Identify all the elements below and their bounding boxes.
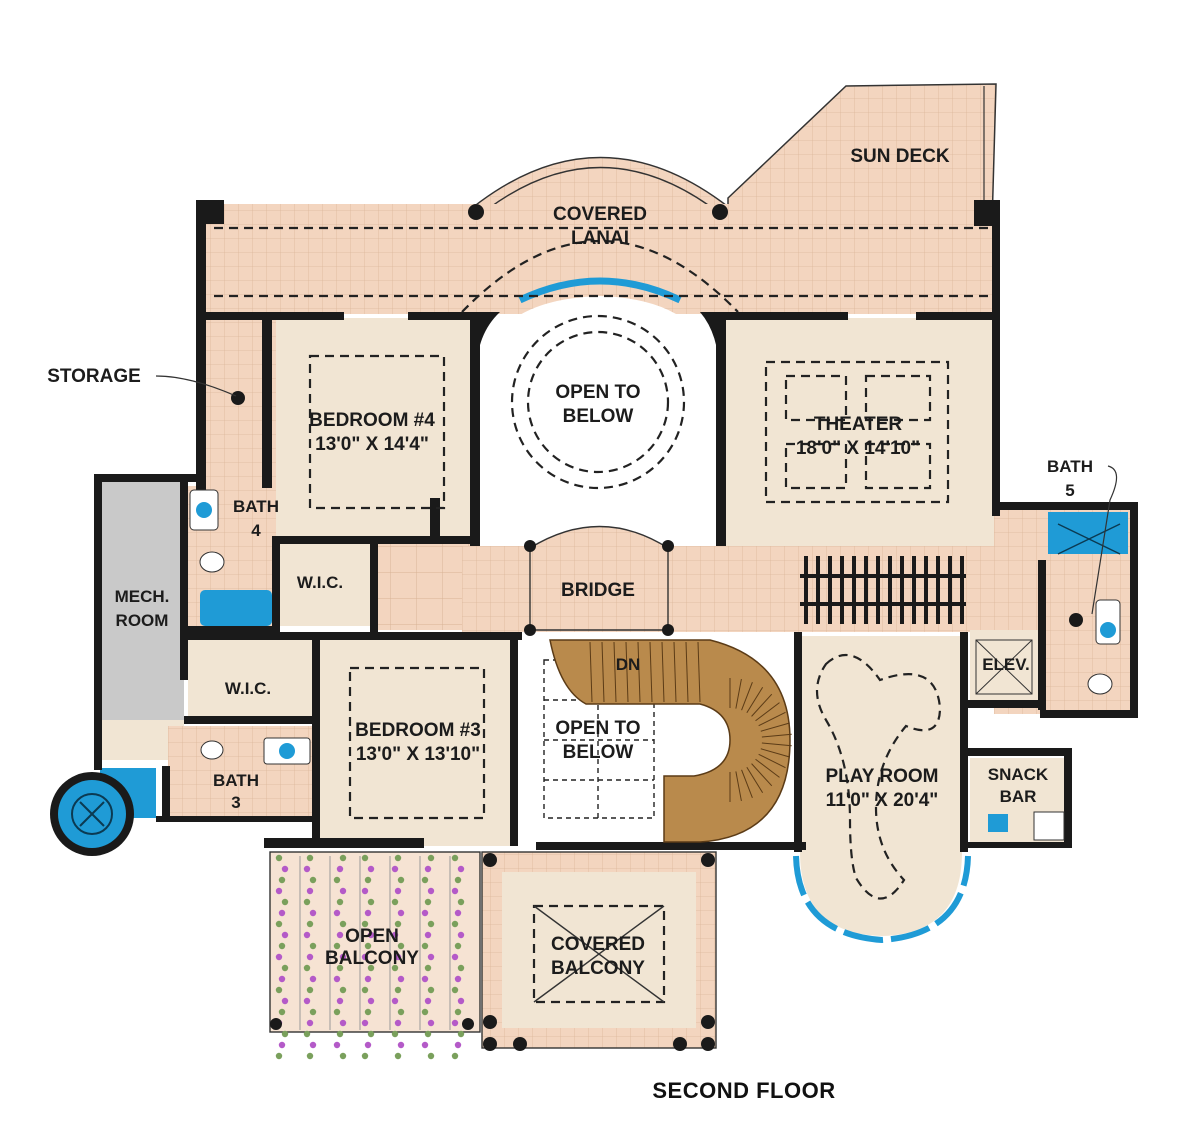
- label-bridge: BRIDGE: [561, 580, 635, 601]
- play-room: [800, 636, 962, 936]
- label-snack-b: BAR: [1000, 787, 1037, 806]
- wic-lower: [188, 636, 312, 720]
- open-balcony-lattice: [299, 856, 451, 1030]
- bedroom-3: [316, 636, 512, 846]
- covered-balcony-dash: [532, 904, 666, 1004]
- label-bedroom-3-size: 13'0" X 13'10": [356, 744, 480, 765]
- label-snack-a: SNACK: [988, 765, 1049, 784]
- label-wic-2: W.I.C.: [225, 679, 271, 698]
- label-bedroom-4-size: 13'0" X 14'4": [315, 434, 429, 455]
- turret: [50, 768, 156, 856]
- bridge-treads: [800, 556, 966, 624]
- label-theater-size: 18'0" X 14'10": [796, 438, 920, 459]
- label-covered-balcony-a: COVERED: [551, 934, 645, 955]
- wic-upper: [278, 540, 374, 626]
- label-bedroom-3: BEDROOM #3: [355, 720, 481, 741]
- label-open-below-1a: OPEN TO: [555, 382, 640, 403]
- lanai-dash: [214, 226, 990, 313]
- lanai-glass: [518, 277, 682, 304]
- label-elev: ELEV.: [982, 655, 1030, 674]
- label-open-below-2b: BELOW: [563, 742, 634, 763]
- label-bath-5b: 5: [1065, 481, 1074, 500]
- bath-fixtures: [189, 489, 1121, 841]
- label-covered-balcony-b: BALCONY: [551, 958, 645, 979]
- label-sun-deck: SUN DECK: [850, 146, 950, 167]
- label-play-room: PLAY ROOM: [826, 766, 939, 787]
- hall-tile: [378, 540, 470, 630]
- label-bath-3b: 3: [231, 793, 240, 812]
- bedroom-3-ceiling: [348, 666, 486, 820]
- bridge-bay: [529, 525, 669, 631]
- bath-4-tub: [200, 590, 272, 626]
- plan-title: SECOND FLOOR: [652, 1078, 835, 1103]
- open-below-ceiling: [510, 314, 686, 490]
- mech-room: [98, 480, 184, 750]
- label-bath-4b: 4: [251, 521, 261, 540]
- stair-treads: [589, 641, 792, 802]
- bath5-leader: [1091, 465, 1118, 615]
- label-dn: DN: [616, 655, 641, 674]
- label-play-room-size: 11'0" X 20'4": [826, 790, 939, 811]
- bedroom-4-ceiling: [308, 354, 446, 510]
- label-covered-lanai-2: LANAI: [571, 228, 629, 249]
- label-mech-b: ROOM: [116, 611, 169, 630]
- label-mech-a: MECH.: [115, 587, 170, 606]
- label-open-below-1b: BELOW: [563, 406, 634, 427]
- storage-leader: [155, 375, 237, 397]
- theater: [722, 318, 994, 546]
- label-open-below-2a: OPEN TO: [555, 718, 640, 739]
- columns: [231, 204, 1083, 1051]
- room-labels: SUN DECK COVERED LANAI STORAGE BEDROOM #…: [47, 146, 1093, 979]
- play-room-ceiling: [815, 654, 942, 900]
- label-bath-5a: BATH: [1047, 457, 1093, 476]
- label-open-balcony-b: BALCONY: [325, 948, 419, 969]
- label-bath-4a: BATH: [233, 497, 279, 516]
- walls: [94, 200, 1138, 852]
- label-covered-lanai-1: COVERED: [553, 204, 647, 225]
- label-theater: THEATER: [814, 414, 903, 435]
- flower-vines: [275, 854, 465, 1060]
- bath-5-shower: [1048, 512, 1128, 554]
- theater-ceiling: [764, 360, 950, 504]
- label-bath-3a: BATH: [213, 771, 259, 790]
- covered-balcony-diag-2: [533, 905, 665, 1003]
- label-bedroom-4: BEDROOM #4: [309, 410, 435, 431]
- open-to-below-top: [478, 296, 718, 545]
- label-open-balcony-a: OPEN: [345, 926, 399, 947]
- play-room-window: [793, 855, 971, 944]
- label-wic-1: W.I.C.: [297, 573, 343, 592]
- label-storage: STORAGE: [47, 366, 141, 387]
